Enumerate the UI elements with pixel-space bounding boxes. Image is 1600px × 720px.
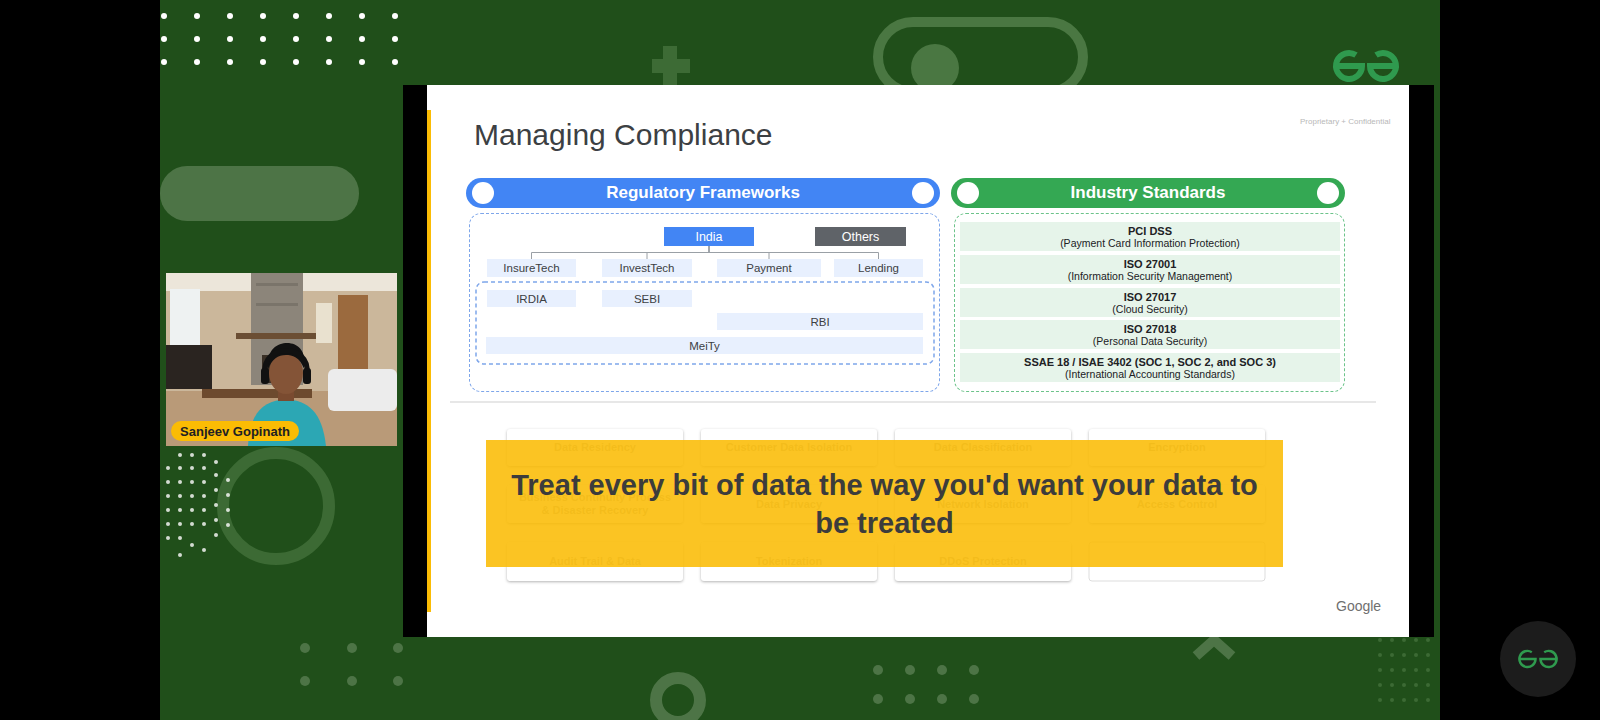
box-text: India <box>695 230 722 244</box>
standard-row: PCI DSS(Payment Card Information Protect… <box>960 222 1340 251</box>
video-frame <box>403 85 1434 637</box>
box-text: Lending <box>858 262 899 274</box>
ring-decor <box>223 453 329 559</box>
box-text: SEBI <box>634 293 660 305</box>
box-subtext: (Information Security Management) <box>1068 270 1233 282</box>
standard-row: ISO 27017(Cloud Security) <box>960 288 1340 317</box>
box-text: SSAE 18 / ISAE 3402 (SOC 1, SOC 2, and S… <box>1024 356 1276 368</box>
category-chip: SEBI <box>602 290 692 307</box>
tree-connector <box>709 246 769 259</box>
slide-title: Managing Compliance <box>474 118 773 152</box>
header-band: Regulatory Frameworks <box>466 178 940 208</box>
category-chip: InsureTech <box>487 259 576 277</box>
box-text: Payment <box>746 262 791 274</box>
box-text: Treat every bit of data the way you'd wa… <box>496 466 1273 542</box>
box-text: Sanjeev Gopinath <box>180 424 290 439</box>
standard-row: ISO 27001(Information Security Managemen… <box>960 255 1340 284</box>
band-ring <box>472 182 494 204</box>
dotted-circle <box>166 453 230 557</box>
band-heading: Regulatory Frameworks <box>606 183 800 203</box>
logo-mark <box>1519 651 1556 667</box>
toggle-knob <box>911 44 959 92</box>
box-text: IRDIA <box>516 293 547 305</box>
box-text: Others <box>842 230 880 244</box>
logo-mark <box>1336 53 1396 79</box>
separator <box>450 402 1376 403</box>
category-chip: RBI <box>717 313 923 330</box>
box-text: RBI <box>810 316 829 328</box>
region-chip: Others <box>815 227 906 246</box>
plus-mark <box>652 46 690 86</box>
pale-bar <box>160 166 359 221</box>
quote-banner: Treat every bit of data the way you'd wa… <box>486 440 1283 567</box>
slide <box>427 85 1409 637</box>
green-ground <box>160 0 1440 720</box>
box-text: ISO 27001 <box>1124 258 1177 270</box>
category-chip: Lending <box>834 259 923 277</box>
bottom-dots <box>300 643 979 704</box>
box-text: ISO 27017 <box>1124 291 1177 303</box>
box-subtext: (Payment Card Information Protection) <box>1060 237 1240 249</box>
box-subtext: (Personal Data Security) <box>1093 335 1207 347</box>
toggle-outline <box>878 22 1083 92</box>
box-text: MeiTy <box>689 340 720 352</box>
inner-dashed-group <box>476 282 934 364</box>
webcam-view <box>166 273 397 446</box>
tree-connector <box>532 246 710 259</box>
band-ring <box>1317 182 1339 204</box>
logo-badge <box>1500 621 1576 697</box>
category-chip: InvestTech <box>602 259 692 277</box>
band-ring <box>912 182 934 204</box>
region-chip: India <box>664 227 754 246</box>
standard-row: SSAE 18 / ISAE 3402 (SOC 1, SOC 2, and S… <box>960 353 1340 382</box>
dot-grid <box>161 13 398 65</box>
box-text: InvestTech <box>620 262 675 274</box>
box-subtext: (Cloud Security) <box>1112 303 1187 315</box>
box-text: InsureTech <box>503 262 559 274</box>
category-chip: IRDIA <box>487 290 576 307</box>
tree-connector <box>647 246 709 259</box>
standard-row: ISO 27018(Personal Data Security) <box>960 320 1340 349</box>
name-tag: Sanjeev Gopinath <box>171 421 299 441</box>
framework-panel: Regulatory FrameworksIndia OthersInsureTe… <box>466 178 940 392</box>
band-heading: Industry Standards <box>1071 183 1226 203</box>
category-chip: MeiTy <box>486 337 923 354</box>
confidential-note: Proprietary + Confidential <box>1300 117 1391 126</box>
brand-label: Google <box>1336 598 1381 614</box>
band-ring <box>957 182 979 204</box>
header-band: Industry Standards <box>951 178 1345 208</box>
box-text: ISO 27018 <box>1124 323 1177 335</box>
ring-decor <box>656 678 700 720</box>
standards-panel: Industry StandardsPCI DSS(Payment Card I… <box>951 178 1345 392</box>
category-chip: Payment <box>717 259 821 277</box>
chevron-decor <box>1196 640 1232 656</box>
box-text: PCI DSS <box>1128 225 1172 237</box>
box-subtext: (International Accounting Standards) <box>1065 368 1235 380</box>
tree-connector <box>709 246 879 259</box>
accent-bar <box>427 110 431 612</box>
